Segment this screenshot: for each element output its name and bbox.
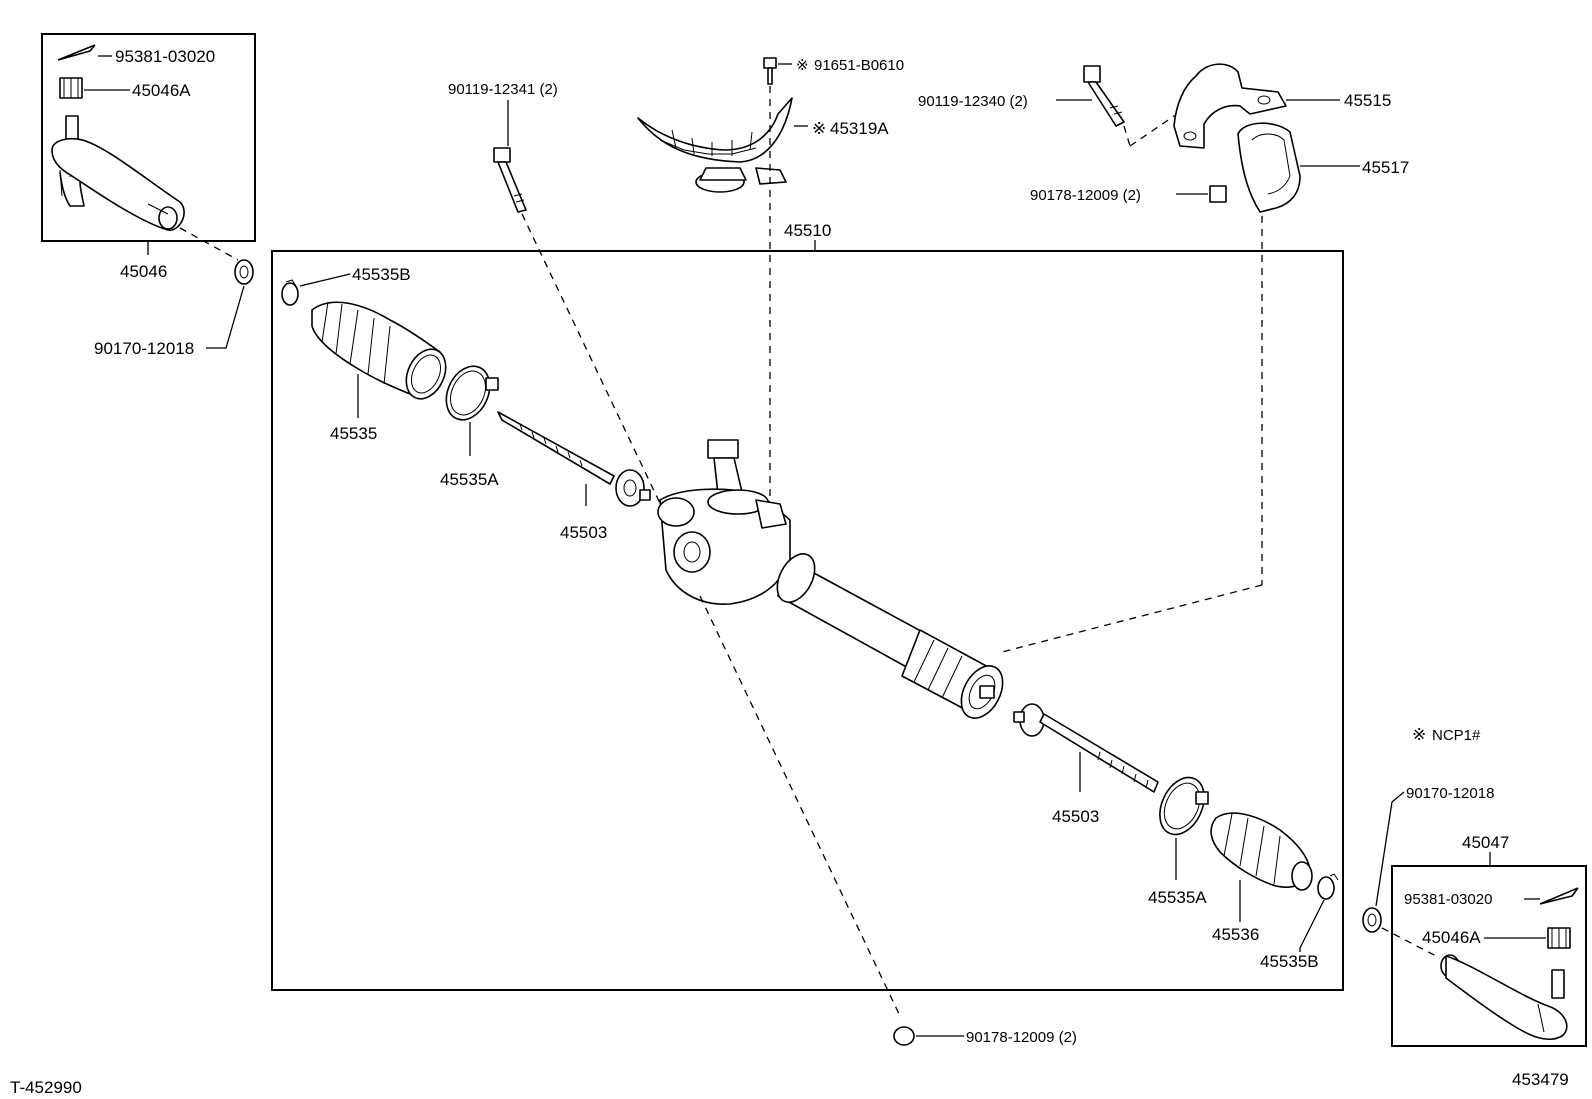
cover-top-part <box>637 97 793 193</box>
washer-nut-left <box>234 259 254 285</box>
label-cotter-pin-left: 95381-03020 <box>115 47 215 66</box>
tie-rod-end-right-part <box>1440 954 1568 1041</box>
cotter-pin-right <box>1539 887 1579 905</box>
label-bushing: 45517 <box>1362 158 1409 177</box>
boot-left <box>311 301 447 400</box>
steering-gear-housing <box>657 439 1004 719</box>
label-screw-top: 91651-B0610 <box>814 57 904 74</box>
cotter-pin-left <box>57 44 96 61</box>
illustration-id: T-452990 <box>10 1078 82 1097</box>
label-rack-end-left: 45503 <box>560 523 607 542</box>
label-cover-top: 45319A <box>830 119 889 138</box>
clamp-a-right <box>1159 776 1209 836</box>
tie-rod-end-left-part <box>51 115 185 231</box>
label-bracket: 45515 <box>1344 91 1391 110</box>
screw-top <box>763 57 777 85</box>
label-clamp-b-right: 45535B <box>1260 952 1319 971</box>
label-nut-bottom: 90178-12009 (2) <box>966 1029 1077 1046</box>
rack-end-left-part <box>497 411 651 507</box>
label-rack-end-right: 45503 <box>1052 807 1099 826</box>
label-tie-rod-end-left: 45046 <box>120 262 167 281</box>
label-note-mark: ※ <box>1412 725 1426 744</box>
right-tie-rod-end-box <box>1391 865 1587 1047</box>
label-nut-left: 45046A <box>132 81 191 100</box>
label-boot-right: 45536 <box>1212 925 1259 944</box>
bolt-right-top <box>1083 65 1125 127</box>
nut-bottom <box>893 1026 915 1046</box>
label-gear-assembly: 45510 <box>784 221 831 240</box>
label-washer-nut-right: 90170-12018 <box>1406 785 1494 802</box>
bushing-part <box>1237 122 1301 213</box>
clamp-a-left <box>445 365 499 421</box>
label-clamp-a-left: 45535A <box>440 470 499 489</box>
label-clamp-a-right: 45535A <box>1148 888 1207 907</box>
boot-right <box>1210 812 1313 891</box>
clamp-b-left <box>281 279 299 306</box>
label-cover-top-mark: ※ <box>812 119 826 138</box>
label-nut-right: 90178-12009 (2) <box>1030 187 1141 204</box>
label-clamp-b-left: 45535B <box>352 265 411 284</box>
label-boot-left: 45535 <box>330 424 377 443</box>
castle-nut-left <box>59 77 83 99</box>
label-washer-nut-left: 90170-12018 <box>94 339 194 358</box>
bolt-left-top <box>493 147 527 213</box>
label-bolt-left: 90119-12341 (2) <box>448 81 558 98</box>
page-id: 453479 <box>1512 1070 1569 1089</box>
nut-right-top <box>1209 185 1227 203</box>
label-cotter-pin-right: 95381-03020 <box>1404 891 1492 908</box>
castle-nut-right <box>1547 927 1571 949</box>
bracket-part <box>1173 63 1287 149</box>
label-tie-rod-end-right: 45047 <box>1462 833 1509 852</box>
washer-nut-right <box>1362 907 1382 933</box>
label-screw-top-mark: ※ <box>796 57 809 74</box>
clamp-b-right <box>1317 873 1339 900</box>
label-nut-right-end: 45046A <box>1422 928 1481 947</box>
rack-end-right-part <box>1013 703 1159 793</box>
label-bolt-right: 90119-12340 (2) <box>918 93 1028 110</box>
label-note-ncp: NCP1# <box>1432 727 1481 744</box>
gear-assembly-box <box>271 250 1344 991</box>
